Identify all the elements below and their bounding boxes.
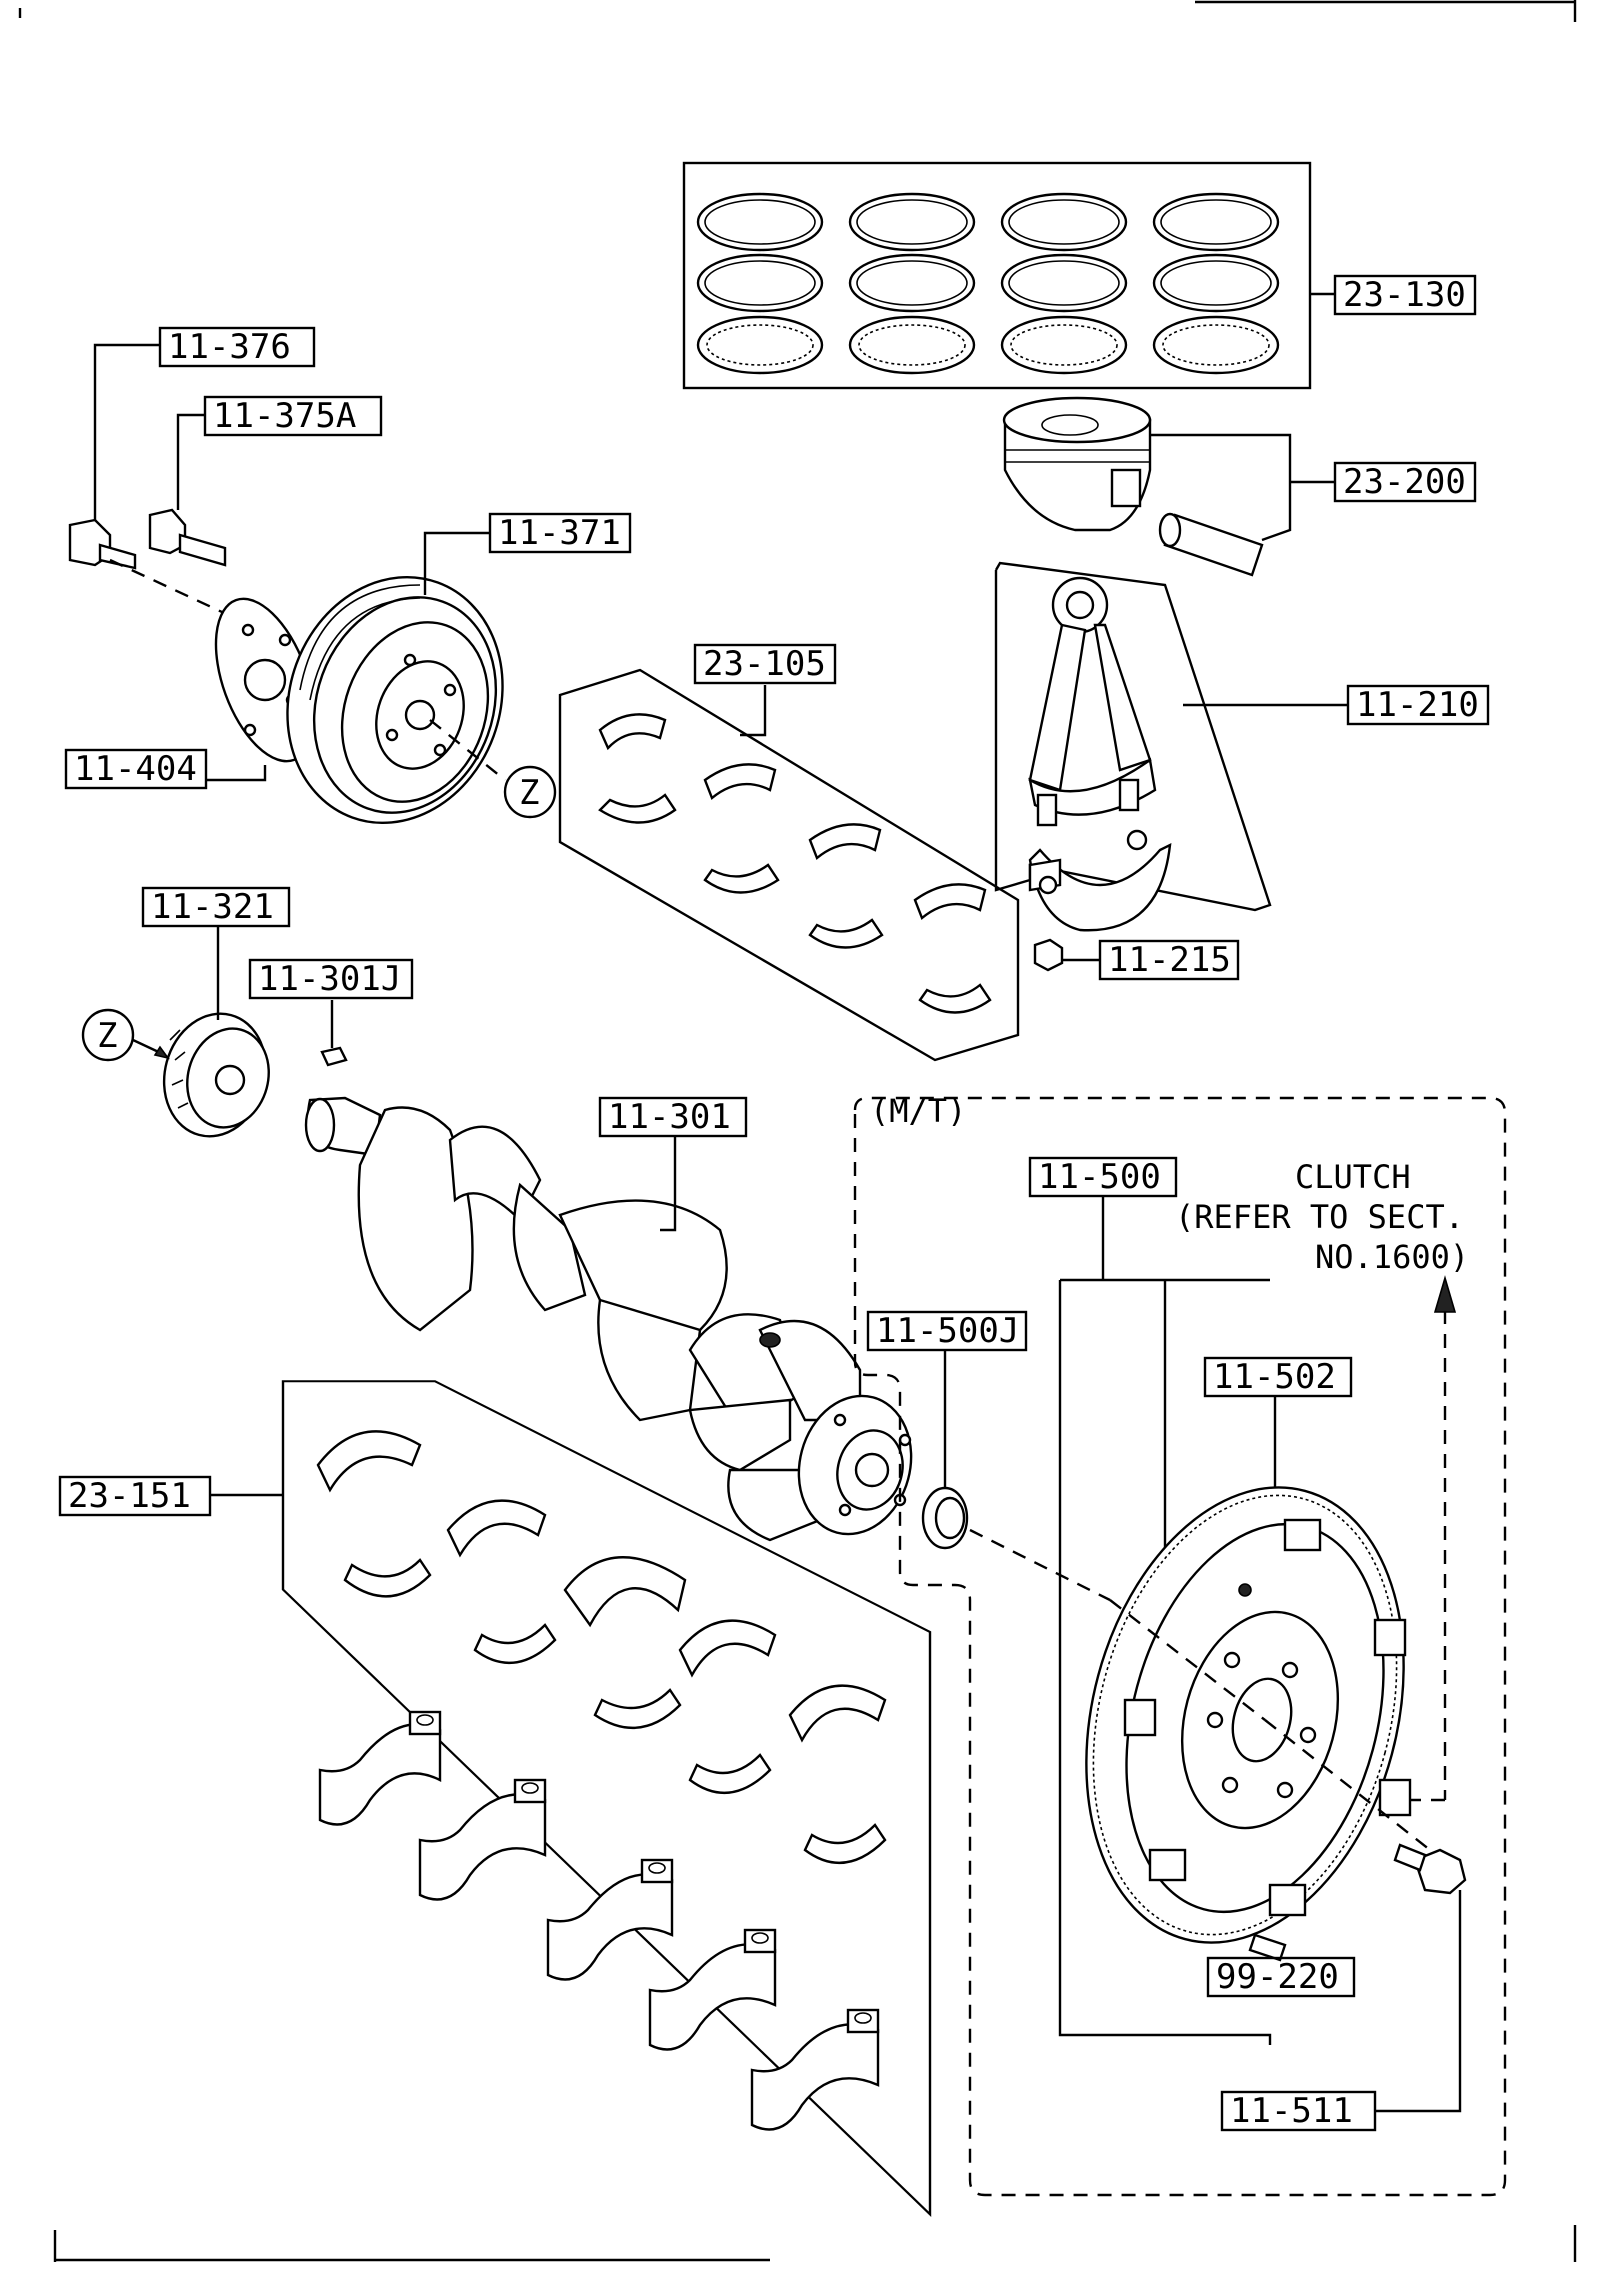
svg-text:11-511: 11-511: [1230, 2091, 1353, 2131]
svg-text:11-371: 11-371: [498, 513, 621, 553]
crankshaft: [304, 1096, 913, 1542]
flywheel-bolt: [1393, 1843, 1467, 1895]
clutch-note: CLUTCH (REFER TO SECT. NO.1600): [1175, 1158, 1469, 1276]
ring-column-4: [1152, 192, 1280, 375]
rod-bearing-panel: [558, 668, 1020, 1062]
bolt-11-376: [68, 518, 137, 570]
cap-2: [418, 1778, 547, 1901]
svg-text:99-220: 99-220: [1216, 1957, 1339, 1997]
label-11-301: 11-301: [598, 1096, 748, 1138]
svg-text:CLUTCH: CLUTCH: [1295, 1158, 1411, 1196]
svg-text:11-404: 11-404: [74, 749, 197, 789]
cap-1: [318, 1710, 442, 1826]
svg-text:11-301: 11-301: [608, 1097, 731, 1137]
piston-pin: [1158, 512, 1264, 577]
page-corner-marks: [18, 0, 1577, 2262]
label-11-502: 11-502: [1203, 1356, 1353, 1398]
svg-text:NO.1600): NO.1600): [1315, 1238, 1469, 1276]
svg-text:23-200: 23-200: [1343, 462, 1466, 502]
bolt-11-375A: [148, 508, 227, 567]
svg-text:11-215: 11-215: [1108, 940, 1231, 980]
label-23-130: 23-130: [1333, 274, 1477, 316]
label-11-375A: 11-375A: [203, 395, 383, 437]
main-bearing-shells: [316, 1430, 887, 1864]
ref-z-left: Z: [81, 1008, 170, 1062]
label-23-105: 23-105: [693, 643, 837, 685]
label-11-500: 11-500: [1028, 1156, 1178, 1198]
connecting-rod-frame: [994, 561, 1272, 912]
svg-text:11-375A: 11-375A: [213, 396, 356, 436]
ring-column-3: [1000, 192, 1128, 375]
crank-key: [320, 1046, 348, 1067]
svg-text:11-502: 11-502: [1213, 1357, 1336, 1397]
ring-column-2: [848, 192, 976, 375]
svg-text:Z: Z: [519, 773, 539, 813]
label-23-200: 23-200: [1333, 461, 1477, 503]
svg-text:11-500: 11-500: [1038, 1157, 1161, 1197]
label-11-404: 11-404: [64, 748, 208, 790]
svg-text:11-301J: 11-301J: [258, 959, 401, 999]
leader-11-404: [205, 765, 267, 782]
label-11-511: 11-511: [1220, 2090, 1377, 2132]
mt-region-outline: [853, 1096, 1507, 2197]
dowel-pin: [1248, 1933, 1287, 1962]
svg-text:11-376: 11-376: [168, 327, 291, 367]
flywheel: [1085, 1486, 1412, 1944]
cap-5: [750, 2008, 880, 2131]
leader-23-105: [740, 685, 767, 737]
label-99-220: 99-220: [1206, 1956, 1356, 1998]
mt-note: (M/T): [870, 1092, 966, 1130]
main-bearing-panel: [281, 1380, 932, 2217]
piston-ring-set: [682, 161, 1335, 390]
svg-text:23-105: 23-105: [703, 644, 826, 684]
pilot-bearing: [921, 1486, 969, 1550]
svg-text:11-210: 11-210: [1356, 685, 1479, 725]
crank-pulley: [286, 575, 504, 825]
ring-column-1: [696, 192, 824, 375]
leader-11-511: [1375, 1890, 1462, 2113]
label-11-301J: 11-301J: [248, 958, 414, 1000]
timing-sprocket: [162, 1012, 270, 1138]
piston: [1002, 396, 1152, 532]
leader-11-375A: [176, 413, 205, 510]
cap-3: [546, 1858, 674, 1981]
ref-z-top: Z: [503, 765, 557, 819]
svg-text:23-151: 23-151: [68, 1476, 191, 1516]
leader-11-371: [423, 531, 490, 595]
svg-text:(REFER TO SECT.: (REFER TO SECT.: [1175, 1198, 1464, 1236]
leader-11-301: [660, 1135, 677, 1232]
label-11-210: 11-210: [1346, 684, 1490, 726]
svg-text:11-500J: 11-500J: [876, 1311, 1019, 1351]
label-11-500J: 11-500J: [866, 1310, 1028, 1352]
cap-4: [648, 1928, 777, 2051]
svg-text:Z: Z: [97, 1016, 117, 1056]
svg-text:11-321: 11-321: [151, 887, 274, 927]
svg-text:23-130: 23-130: [1343, 275, 1466, 315]
main-bearing-caps: [318, 1710, 880, 2131]
label-11-321: 11-321: [141, 886, 291, 928]
label-23-151: 23-151: [58, 1475, 212, 1517]
rod-nut: [1033, 938, 1064, 972]
clutch-ref-arrow: [1410, 1275, 1457, 1802]
label-11-371: 11-371: [488, 512, 632, 554]
connecting-rod: [1028, 576, 1172, 932]
bracket-11-500: [1058, 1280, 1272, 2045]
label-11-376: 11-376: [158, 326, 316, 368]
label-11-215: 11-215: [1098, 939, 1240, 981]
leader-11-376: [93, 343, 160, 520]
